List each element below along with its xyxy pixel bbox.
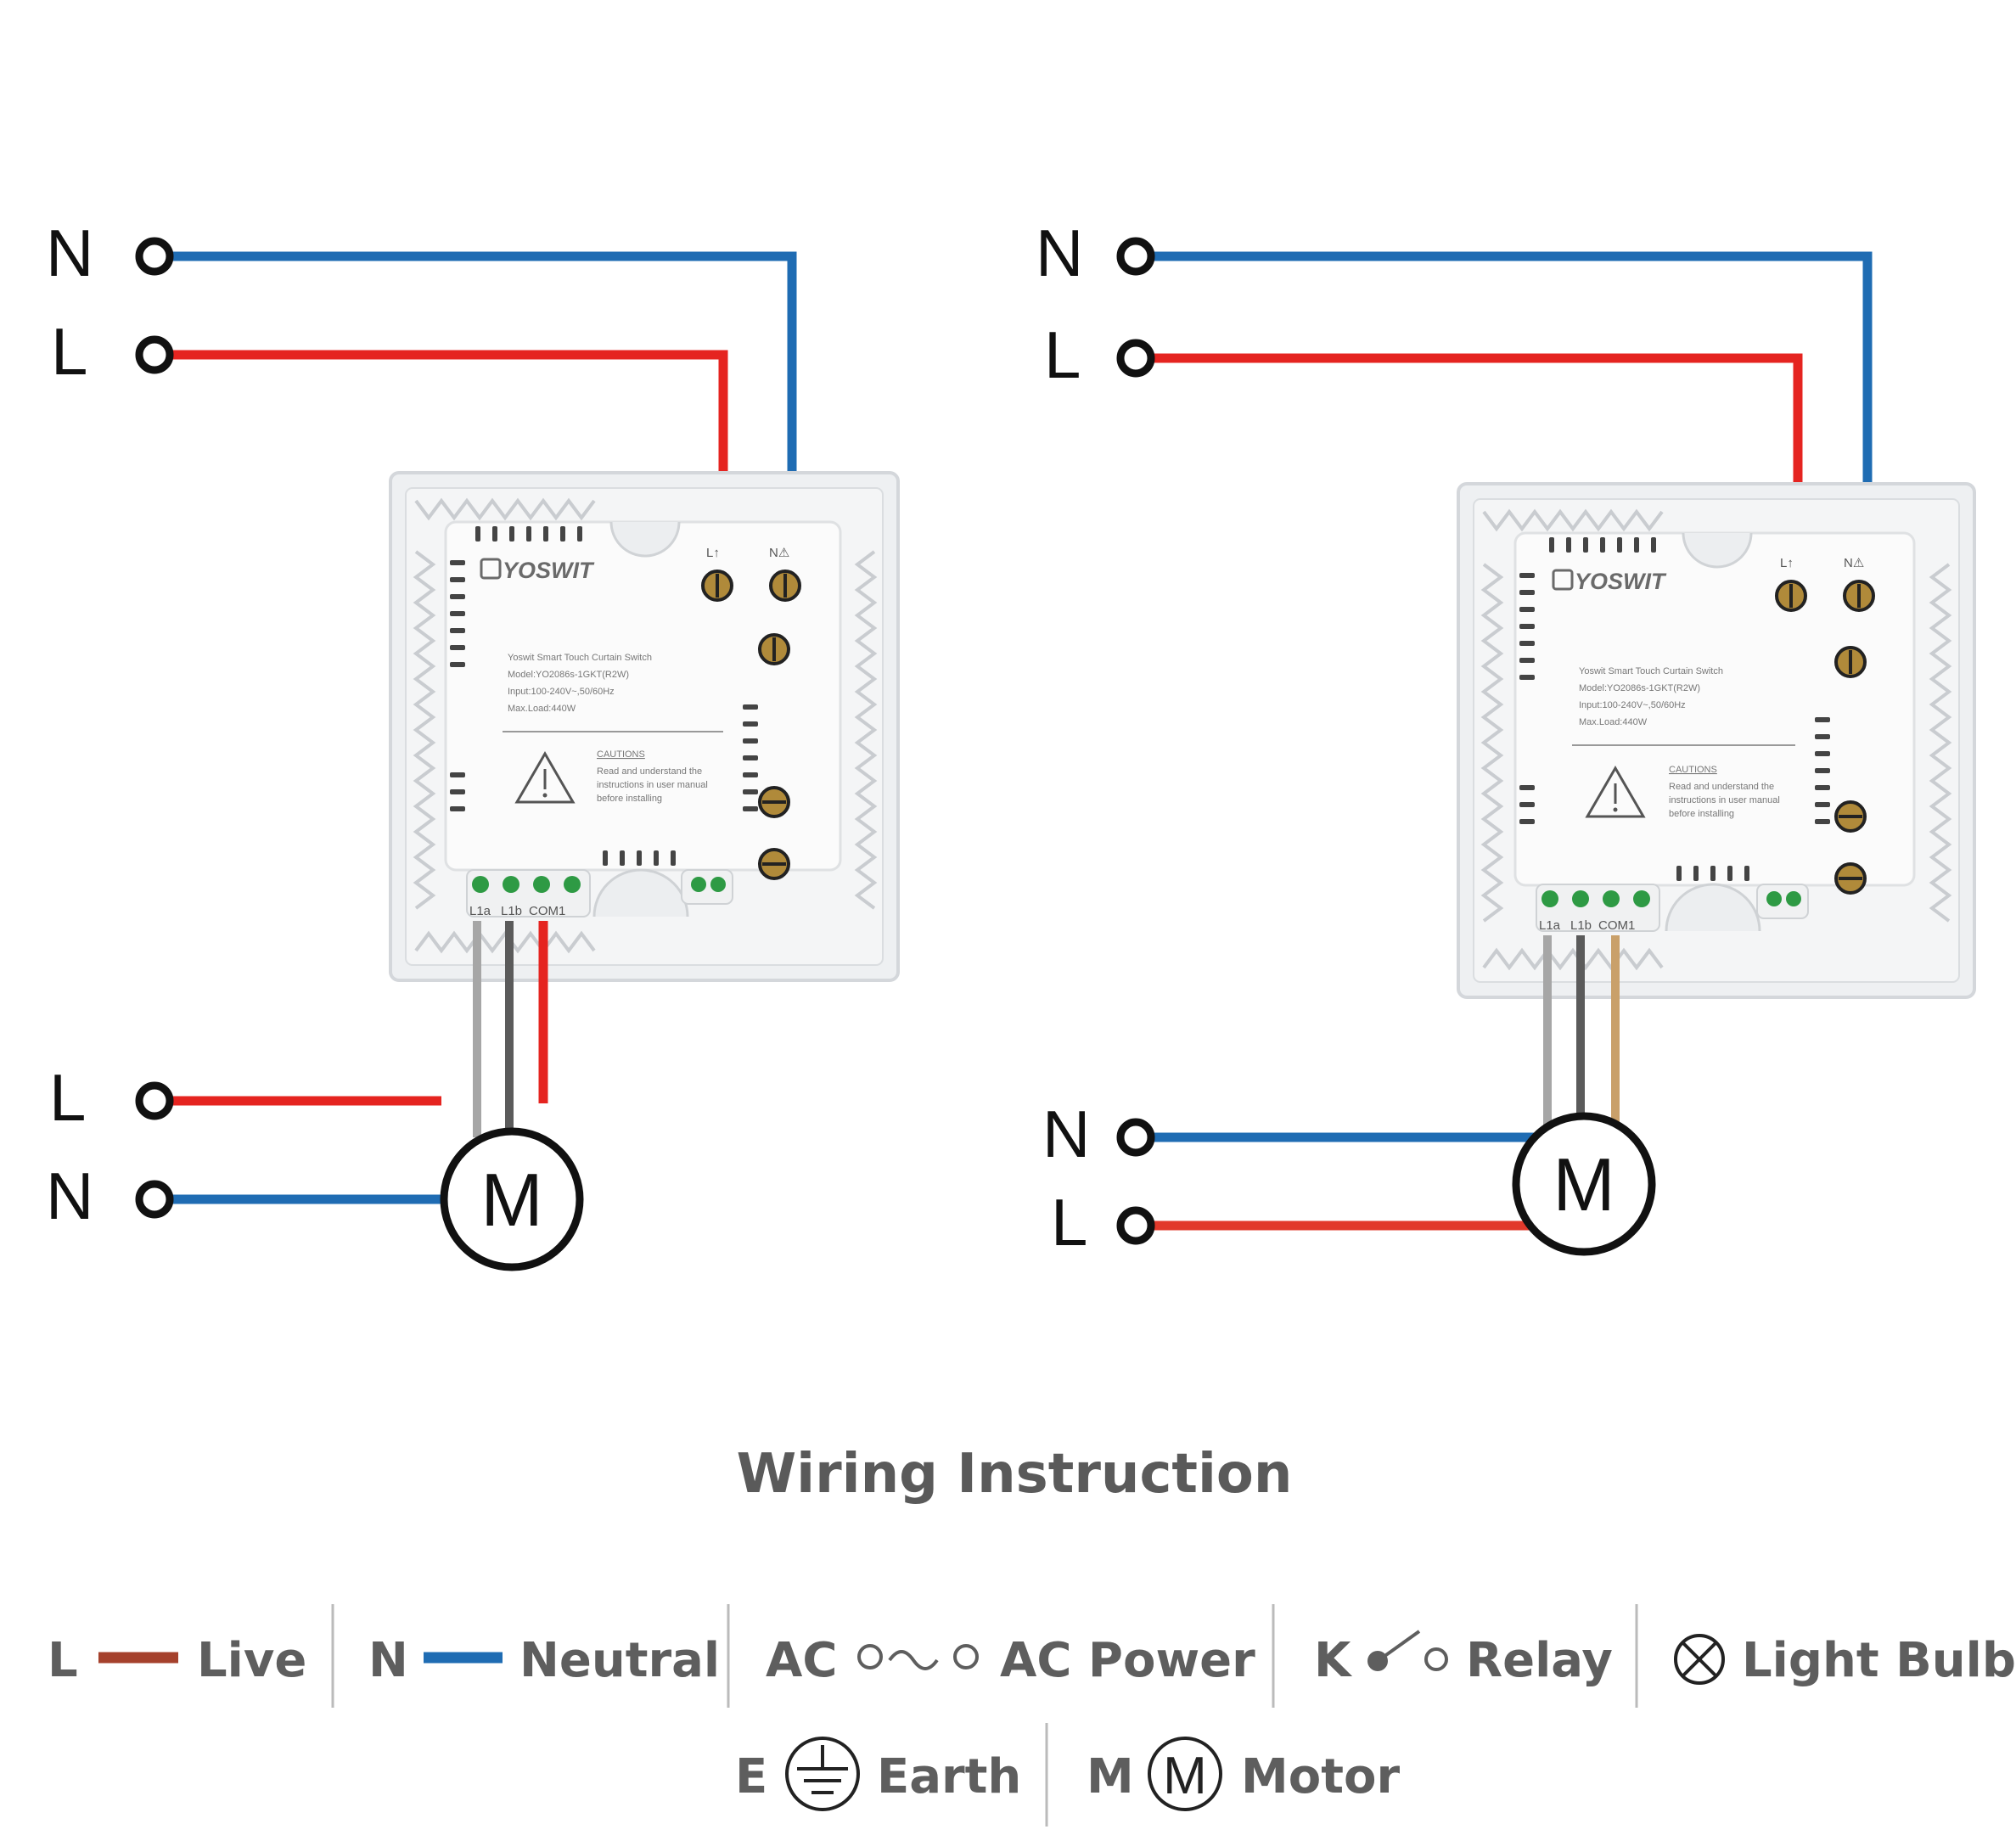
- left-maxload-text: Max.Load:440W: [508, 704, 576, 714]
- left-top-l-terminal: [135, 335, 174, 374]
- right-output-l1b: L1b: [1570, 918, 1592, 933]
- legend-ac-symbol: AC: [766, 1633, 837, 1688]
- legend-neutral-label: Neutral: [519, 1633, 720, 1688]
- page-title: Wiring Instruction: [737, 1443, 1293, 1506]
- right-terminal-n-label: N⚠: [1844, 556, 1864, 570]
- left-cautions-line1: Read and understand the: [597, 766, 702, 777]
- left-bottom-n-label: N: [46, 1159, 93, 1233]
- left-top-l-label: L: [51, 314, 87, 389]
- left-output-l1a: L1a: [469, 904, 491, 918]
- left-bottom-l-terminal: [135, 1081, 174, 1120]
- right-motor-label: M: [1553, 1142, 1614, 1226]
- right-bottom-n-terminal: [1116, 1118, 1155, 1157]
- legend-earth-symbol: E: [735, 1749, 767, 1804]
- right-output-com1: COM1: [1598, 918, 1635, 933]
- legend-earth: E Earth: [735, 1737, 1021, 1811]
- left-model-text: Model:YO2086s-1GKT(R2W): [508, 670, 629, 680]
- legend-earth-label: Earth: [877, 1749, 1021, 1804]
- left-warning-icon: [514, 751, 576, 804]
- legend-motor-icon-letter: M: [1163, 1747, 1207, 1805]
- legend: L Live N Neutral AC AC Power K: [48, 1604, 2016, 1827]
- legend-neutral-symbol: N: [368, 1633, 408, 1688]
- right-maxload-text: Max.Load:440W: [1579, 717, 1648, 727]
- right-top-n-label: N: [1036, 216, 1083, 290]
- legend-relay: K Relay: [1314, 1630, 1613, 1688]
- legend-live-label: Live: [197, 1633, 306, 1688]
- legend-live: L Live: [48, 1633, 306, 1688]
- left-screw-terminals: [701, 570, 801, 880]
- left-bottom-l-label: L: [49, 1060, 86, 1135]
- right-top-l-label: L: [1044, 317, 1081, 392]
- left-terminal-n-label: N⚠: [769, 546, 789, 560]
- legend-relay-symbol: K: [1314, 1633, 1353, 1688]
- right-neutral-wire: [1153, 251, 1873, 556]
- right-input-text: Input:100-240V~,50/60Hz: [1579, 700, 1686, 710]
- left-cautions-line2: instructions in user manual: [597, 780, 708, 790]
- ac-power-icon: [857, 1644, 979, 1670]
- right-cautions-line2: instructions in user manual: [1669, 795, 1780, 805]
- left-cautions-title: CAUTIONS: [597, 749, 645, 760]
- light-bulb-icon: [1674, 1634, 1725, 1685]
- left-input-text: Input:100-240V~,50/60Hz: [508, 687, 615, 697]
- legend-ac: AC AC Power: [766, 1633, 1255, 1688]
- relay-icon: [1367, 1630, 1448, 1671]
- left-output-com1: COM1: [529, 904, 565, 918]
- right-cautions-line1: Read and understand the: [1669, 782, 1774, 792]
- left-top-n-terminal: [135, 237, 174, 276]
- right-motor-wires: [1151, 935, 1620, 1231]
- legend-ac-label: AC Power: [1000, 1633, 1255, 1688]
- left-cautions-line3: before installing: [597, 794, 662, 804]
- right-motor: M: [1512, 1112, 1656, 1256]
- legend-relay-label: Relay: [1466, 1633, 1613, 1688]
- left-brand-text: YOSWIT: [503, 558, 595, 583]
- right-model-text: Model:YO2086s-1GKT(R2W): [1579, 683, 1700, 693]
- legend-motor-label: Motor: [1241, 1749, 1400, 1804]
- legend-bulb-label: Light Bulb: [1742, 1633, 2016, 1688]
- legend-neutral: N Neutral: [368, 1633, 720, 1688]
- legend-live-symbol: L: [48, 1633, 78, 1688]
- right-switch-device: YOSWIT Yoswit Smart Touch Curtain Switch…: [1457, 482, 1976, 999]
- left-product-name: Yoswit Smart Touch Curtain Switch: [508, 653, 652, 663]
- earth-icon: [785, 1737, 860, 1811]
- right-bottom-l-label: L: [1051, 1185, 1087, 1260]
- left-terminal-l-label: L↑: [706, 546, 720, 560]
- right-cautions-line3: before installing: [1669, 809, 1734, 819]
- legend-motor-symbol: M: [1087, 1749, 1134, 1804]
- left-output-l1b: L1b: [501, 904, 522, 918]
- left-brand-logo: YOSWIT: [480, 558, 595, 583]
- right-terminal-l-label: L↑: [1780, 556, 1794, 570]
- left-top-n-label: N: [46, 216, 93, 290]
- left-motor-label: M: [480, 1158, 542, 1242]
- right-top-n-terminal: [1116, 237, 1155, 276]
- left-motor: M: [440, 1127, 584, 1271]
- legend-motor: M M Motor: [1087, 1737, 1400, 1811]
- legend-bulb: Light Bulb: [1674, 1633, 2016, 1688]
- right-product-name: Yoswit Smart Touch Curtain Switch: [1579, 666, 1723, 676]
- left-bottom-n-terminal: [135, 1180, 174, 1219]
- right-bottom-n-label: N: [1042, 1097, 1090, 1171]
- right-screw-terminals: [1775, 580, 1875, 895]
- motor-icon: M: [1148, 1737, 1222, 1811]
- left-neutral-wire: [170, 251, 797, 543]
- right-output-l1a: L1a: [1539, 918, 1561, 933]
- left-motor-wires: [170, 921, 548, 1204]
- right-diagram: N L: [1036, 216, 1976, 1260]
- left-diagram: N L: [46, 216, 900, 1271]
- left-switch-device: YOSWIT Yoswit Smart Touch Curtain Switch…: [389, 471, 900, 982]
- right-warning-icon: [1585, 766, 1646, 818]
- right-bottom-l-terminal: [1116, 1206, 1155, 1245]
- right-brand-logo: YOSWIT: [1552, 569, 1667, 594]
- right-top-l-terminal: [1116, 339, 1155, 378]
- right-brand-text: YOSWIT: [1575, 569, 1667, 594]
- right-cautions-title: CAUTIONS: [1669, 765, 1717, 775]
